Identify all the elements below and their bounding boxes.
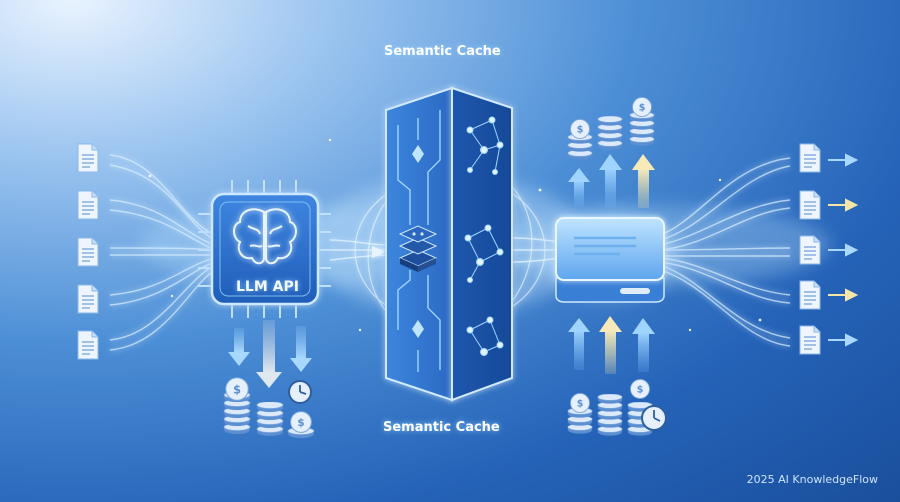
- coin-stack-icon: [597, 394, 623, 436]
- document-icon: [77, 190, 99, 220]
- clock-icon: [641, 405, 667, 431]
- document-icon: [799, 143, 821, 173]
- coin-stack-icon: [597, 116, 623, 150]
- document-icon: [799, 190, 821, 220]
- document-icon: [799, 235, 821, 265]
- brain-icon: [233, 208, 297, 265]
- document-icon: [77, 330, 99, 360]
- arrow-up-icon: [568, 168, 590, 206]
- input-documents: [77, 143, 99, 360]
- database-stack-icon: [398, 225, 438, 272]
- arrow-up-icon: [599, 154, 622, 208]
- arrow-right-icon: [372, 246, 386, 258]
- document-icon: [77, 237, 99, 267]
- semantic-cache-pillar: [385, 86, 513, 402]
- server-icon: [540, 210, 680, 303]
- coin-stack-icon: [629, 97, 655, 146]
- cache-title-bottom: Semantic Cache: [383, 420, 500, 435]
- document-icon: [77, 284, 99, 314]
- cache-title-top: Semantic Cache: [384, 44, 501, 59]
- document-icon: [77, 143, 99, 173]
- network-nodes-icon: [464, 116, 504, 356]
- arrow-down-icon: [256, 320, 282, 388]
- arrow-down-icon: [228, 328, 250, 366]
- arrow-up-icon: [568, 318, 590, 370]
- output-documents: [799, 143, 859, 355]
- left-data-streams: [109, 154, 216, 351]
- cpu-chip-icon: [198, 180, 331, 318]
- coin-stack-icon: [223, 377, 251, 434]
- coin-stack-icon: [567, 393, 593, 434]
- arrow-up-icon: [599, 316, 622, 374]
- coin-stack-icon: [287, 411, 315, 438]
- document-icon: [799, 325, 821, 355]
- coin-stack-icon: [567, 119, 593, 160]
- llm-api-label: LLM API: [236, 279, 299, 295]
- arrow-up-icon: [632, 318, 655, 372]
- coin-stack-icon: [256, 402, 284, 436]
- footer-credit: 2025 AI KnowledgeFlow: [746, 473, 878, 486]
- arrow-down-icon: [290, 326, 312, 372]
- clock-icon: [288, 380, 312, 404]
- document-icon: [799, 280, 821, 310]
- arrow-up-icon: [632, 154, 655, 208]
